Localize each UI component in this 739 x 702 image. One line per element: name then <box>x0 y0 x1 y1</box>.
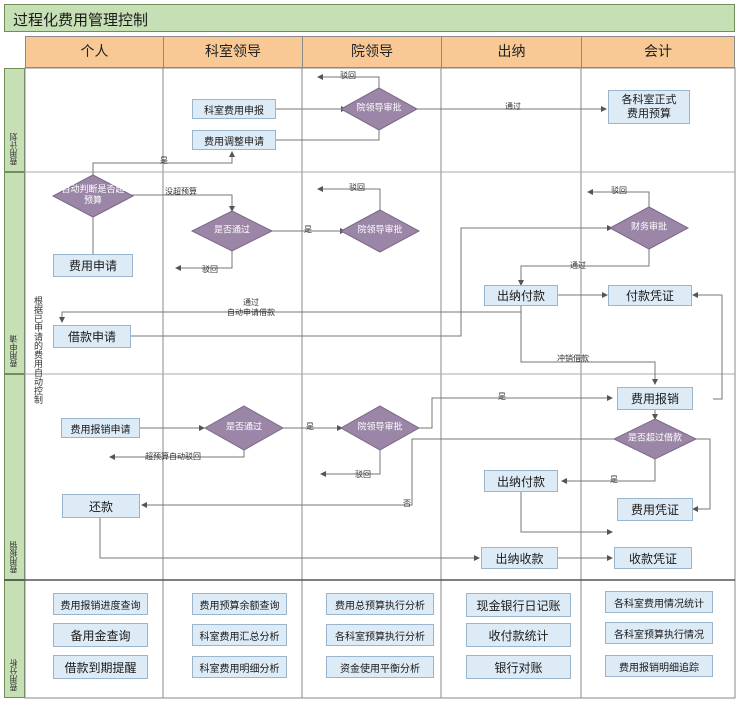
hospital-analysis-1: 费用总预算执行分析 <box>326 593 434 615</box>
lane-header-accountant: 会计 <box>581 36 735 68</box>
lane-header-dept-leader: 科室领导 <box>163 36 303 68</box>
pay-voucher-box: 付款凭证 <box>608 285 692 306</box>
diamond-auto-check <box>51 174 135 218</box>
accountant-analysis-3: 费用报销明细追踪 <box>605 655 713 677</box>
fee-adjust-box: 费用调整申请 <box>192 130 276 150</box>
diamond-finance-approve <box>608 206 690 250</box>
personal-analysis-2: 备用金查询 <box>53 623 148 647</box>
lane-header-cashier: 出纳 <box>441 36 582 68</box>
dept-analysis-2: 科室费用汇总分析 <box>192 624 287 646</box>
diamond-finance-approve-text: 财务审批 <box>630 222 668 233</box>
accountant-analysis-1: 各科室费用情况统计 <box>605 591 713 613</box>
accountant-analysis-2: 各科室预算执行情况 <box>605 622 713 644</box>
label-apply-reject2: 驳回 <box>349 183 365 192</box>
label-plan-yes: 是 <box>160 156 168 165</box>
cashier-pay-box-2: 出纳付款 <box>484 470 558 492</box>
diamond-auto-check-text: 自动判断是否超预算 <box>61 185 125 206</box>
title-bar: 过程化费用管理控制 <box>4 4 735 32</box>
diamond-over-loan <box>612 418 698 460</box>
label-reimb-no: 否 <box>403 499 411 508</box>
page-title: 过程化费用管理控制 <box>13 11 149 29</box>
label-over-budget: 没超预算 <box>165 187 197 196</box>
cashier-analysis-2: 收付款统计 <box>466 623 571 647</box>
cashier-pay-box-1: 出纳付款 <box>484 285 558 306</box>
cashier-analysis-1: 现金银行日记账 <box>466 593 571 617</box>
label-plan-pass: 通过 <box>505 102 521 111</box>
reimburse-box: 费用报销 <box>617 387 693 410</box>
connectors <box>59 74 723 561</box>
dept-analysis-3: 科室费用明细分析 <box>192 656 287 678</box>
label-apply-reject1: 驳回 <box>202 265 218 274</box>
label-apply-reject3: 驳回 <box>611 186 627 195</box>
label-apply-yes: 是 <box>304 225 312 234</box>
diamond-leader-approve <box>339 209 421 253</box>
side-note-auto-control: 根据已申请的费用自动控制 <box>32 296 42 404</box>
label-plan-reject: 驳回 <box>340 71 356 80</box>
diamond-dept-check-text: 是否通过 <box>213 225 251 236</box>
personal-analysis-3: 借款到期提醒 <box>53 655 148 679</box>
loan-apply-box: 借款申请 <box>53 325 131 348</box>
label-offset-loan: 冲销借款 <box>557 354 589 363</box>
cashier-analysis-3: 银行对账 <box>466 655 571 679</box>
hospital-analysis-2: 各科室预算执行分析 <box>326 624 434 646</box>
label-reimb-yes1: 是 <box>306 422 314 431</box>
diamond-reimb-leader <box>339 405 421 451</box>
diamond-reimb-check <box>203 405 285 451</box>
diamond-over-loan-text: 是否超过借款 <box>627 433 683 444</box>
diamond-reimb-leader-text: 院领导审批 <box>357 422 403 433</box>
label-reimb-reject: 驳回 <box>355 470 371 479</box>
diamond-plan-approve-text: 院领导审批 <box>356 103 402 114</box>
dept-analysis-1: 费用预算余额查询 <box>192 593 287 615</box>
dept-fee-apply-box: 科室费用申报 <box>192 99 276 119</box>
fee-apply-box: 费用申请 <box>53 254 133 277</box>
label-reimb-yes3: 是 <box>610 475 618 484</box>
diamond-dept-check <box>190 210 274 252</box>
diamond-plan-approve <box>339 87 419 131</box>
label-reimb-yes2: 是 <box>498 392 506 401</box>
diamond-leader-approve-text: 院领导审批 <box>357 225 403 236</box>
fee-voucher-box: 费用凭证 <box>617 498 693 521</box>
label-apply-pass: 通过 <box>570 261 586 270</box>
dept-budget-box: 各科室正式费用预算 <box>608 90 690 124</box>
hospital-analysis-3: 资金使用平衡分析 <box>326 656 434 678</box>
receive-voucher-box: 收款凭证 <box>614 547 692 569</box>
label-over-reject: 超预算自动驳回 <box>145 452 201 461</box>
personal-analysis-1: 费用报销进度查询 <box>53 593 148 615</box>
grid-lines <box>4 67 736 699</box>
reimb-apply-box: 费用报销申请 <box>61 418 140 438</box>
diamond-reimb-check-text: 是否通过 <box>225 422 263 433</box>
repay-box: 还款 <box>62 494 140 518</box>
decision-diamonds <box>51 87 698 460</box>
cashier-receive-box: 出纳收款 <box>481 547 558 569</box>
label-pass-auto-loan: 通过 自动申请借款 <box>227 298 275 317</box>
